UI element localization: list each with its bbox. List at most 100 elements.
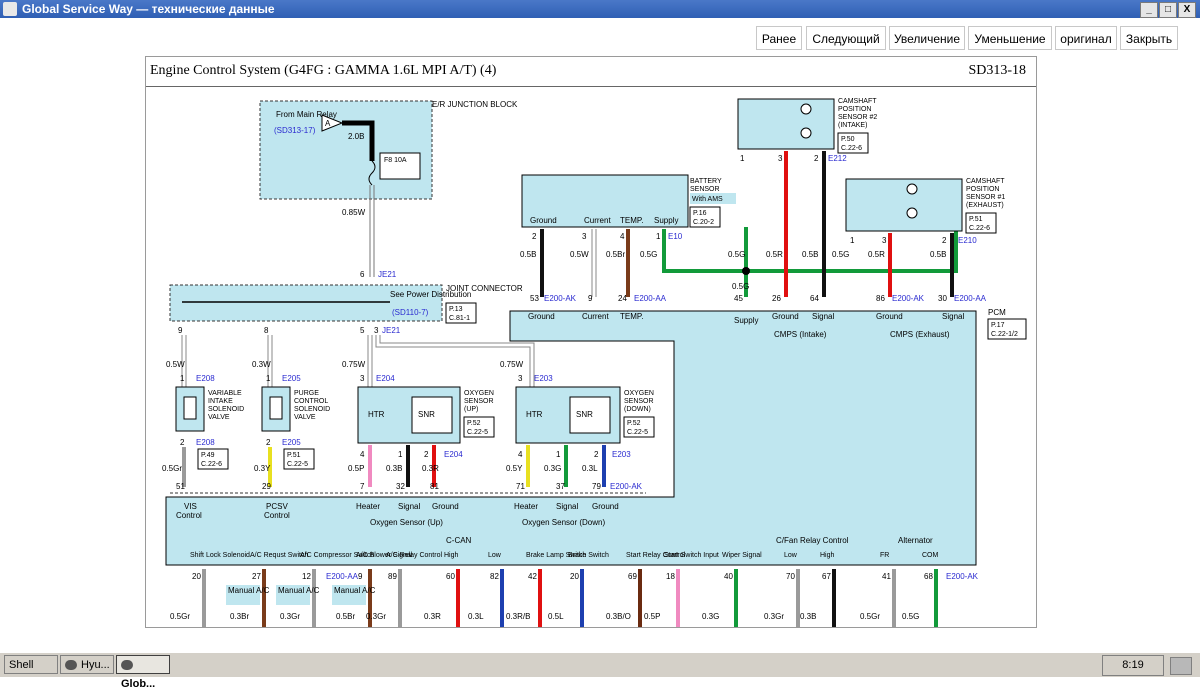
cmps-intake-connector: E212 bbox=[828, 154, 847, 163]
pcm-label-current: Current bbox=[582, 312, 609, 321]
cmps-intake-wire-b: 0.5B bbox=[802, 250, 818, 259]
bottom-col-wire-label: 0.5G bbox=[902, 612, 919, 621]
bottom-col-pin: 69 bbox=[628, 572, 637, 581]
keyboard-icon[interactable] bbox=[1170, 657, 1192, 675]
battery-pin-supply: 1 bbox=[656, 232, 661, 241]
alternator-group-label: Alternator bbox=[898, 536, 933, 545]
cmps-exhaust-wire-b: 0.5B bbox=[930, 250, 946, 259]
cmps-exhaust-ecu-30: 30 bbox=[938, 294, 947, 303]
battery-sensor bbox=[521, 174, 689, 228]
bottom-col-label: Low bbox=[784, 552, 798, 559]
battery-wire-ground: 0.5B bbox=[520, 250, 536, 259]
bottom-col-wire-label: 0.3B bbox=[800, 612, 816, 621]
pcsv-pin-top: 1 bbox=[266, 374, 271, 383]
bottom-col-wire-label: 0.5L bbox=[548, 612, 564, 621]
joint-pin-3: 3 bbox=[374, 326, 379, 335]
bottom-e200ak: E200-AK bbox=[946, 572, 979, 581]
battery-label-supply: Supply bbox=[654, 216, 678, 225]
pcsv-wire-top: 0.3W bbox=[252, 360, 271, 369]
battery-ecu-pin-temp: 24 bbox=[618, 294, 627, 303]
bottom-col-label: A/C Requst Switch bbox=[250, 552, 308, 559]
battery-ecu-connector-aa: E200-AA bbox=[634, 294, 667, 303]
cmps-exhaust-page: P.51 bbox=[969, 216, 983, 223]
supply-wire-label: 0.5G bbox=[732, 282, 749, 291]
maximize-button[interactable]: □ bbox=[1159, 2, 1177, 18]
minimize-button[interactable]: _ bbox=[1140, 2, 1158, 18]
vis-connector-bot: E208 bbox=[196, 438, 215, 447]
cmps-intake-pin-1: 1 bbox=[740, 154, 745, 163]
fuse-box bbox=[379, 152, 421, 180]
taskbar-shell[interactable]: Shell bbox=[4, 655, 58, 674]
wiring-diagram: E/R JUNCTION BLOCK From Main Relay (SD31… bbox=[162, 98, 1027, 627]
bottom-col-pin: 82 bbox=[490, 572, 499, 581]
battery-label-temp: TEMP. bbox=[620, 216, 643, 225]
taskbar-global[interactable]: Glob... bbox=[116, 655, 170, 690]
pcsv-ecu-pin: 29 bbox=[262, 482, 271, 491]
bottom-col-wire-label: 0.3L bbox=[468, 612, 484, 621]
bottom-col-pin: 89 bbox=[388, 572, 397, 581]
joint-pin-in: 6 bbox=[360, 270, 365, 279]
zoom-in-button[interactable]: Увеличение bbox=[889, 26, 965, 50]
er-ref-link[interactable]: (SD313-17) bbox=[274, 126, 316, 135]
manual-ac-1: Manual A/C bbox=[228, 586, 270, 595]
bottom-col-label: A/C Blower Signal bbox=[356, 552, 413, 559]
o2down-label-heater: Heater bbox=[514, 502, 538, 511]
cmps-intake-ecu-26: 26 bbox=[772, 294, 781, 303]
wire-2.0b-label: 2.0B bbox=[348, 132, 364, 141]
manual-ac-2: Manual A/C bbox=[278, 586, 320, 595]
pcsv-pin-bot: 2 bbox=[266, 438, 271, 447]
taskbar: Shell Hyu... Glob... 8:19 bbox=[0, 652, 1200, 690]
battery-connector: E10 bbox=[668, 232, 683, 241]
cmps-exhaust-pin-2: 2 bbox=[942, 236, 947, 245]
pcsv-connector-bot: E205 bbox=[282, 438, 301, 447]
bottom-col-label: COM bbox=[922, 552, 939, 559]
cmps-exhaust-grid: C.22-6 bbox=[969, 225, 990, 232]
cmps-intake-wire-r: 0.5R bbox=[766, 250, 783, 259]
battery-ecu-pin-supply: 45 bbox=[734, 294, 743, 303]
o2up-ecu-pin-7: 7 bbox=[360, 482, 365, 491]
original-size-button[interactable]: оригинал bbox=[1055, 26, 1117, 50]
bottom-col-pin: 20 bbox=[570, 572, 579, 581]
bottom-col-pin: 12 bbox=[302, 572, 311, 581]
o2down-wire-top: 0.75W bbox=[500, 360, 524, 369]
cmps-label-supply: Supply bbox=[734, 316, 758, 325]
taskbar-hyundai[interactable]: Hyu... bbox=[60, 655, 114, 674]
pcm-label-temp: TEMP. bbox=[620, 312, 643, 321]
battery-page: P.16 bbox=[693, 210, 707, 217]
close-window-button[interactable]: X bbox=[1178, 2, 1196, 18]
bottom-col-pin: 68 bbox=[924, 572, 933, 581]
bottom-col-wire-label: 0.3G bbox=[702, 612, 719, 621]
pcm-grid: C.22-1/2 bbox=[991, 331, 1018, 338]
battery-wire-temp: 0.5Br bbox=[606, 250, 625, 259]
pcm-name: PCM bbox=[988, 308, 1006, 317]
title-divider bbox=[146, 86, 1036, 87]
er-junction-block bbox=[259, 100, 433, 200]
document-code: SD313-18 bbox=[968, 63, 1026, 78]
o2down-connector-bot: E203 bbox=[612, 450, 631, 459]
bottom-col-label: Low bbox=[488, 552, 502, 559]
o2up-group: Oxygen Sensor (Up) bbox=[370, 518, 443, 527]
cmps-exhaust-ecu-connector-ak: E200-AK bbox=[892, 294, 925, 303]
bottom-col-wire-label: 0.3Gr bbox=[764, 612, 784, 621]
o2up-wire-r: 0.3R bbox=[422, 464, 439, 473]
bottom-col-wire-label: 0.3R/B bbox=[506, 612, 530, 621]
battery-wire-supply: 0.5G bbox=[640, 250, 657, 259]
bottom-col-label: Brake Switch bbox=[568, 552, 609, 559]
battery-label-current: Current bbox=[584, 216, 611, 225]
cmps-exhaust-sensor bbox=[845, 178, 963, 232]
next-button[interactable]: Следующий bbox=[806, 26, 886, 50]
battery-ecu-connector-ak: E200-AK bbox=[544, 294, 577, 303]
hyundai-icon bbox=[121, 660, 133, 671]
window-title-bar: Global Service Way — технические данные … bbox=[0, 0, 1200, 18]
zoom-out-button[interactable]: Уменьшение bbox=[968, 26, 1052, 50]
prev-button[interactable]: Ранее bbox=[756, 26, 802, 50]
o2down-page: P.52 bbox=[627, 420, 641, 427]
pcsv-grid: C.22-5 bbox=[287, 461, 308, 468]
hyundai-icon bbox=[65, 660, 77, 671]
o2up-pin-2: 2 bbox=[424, 450, 429, 459]
joint-see-ref[interactable]: (SD110-7) bbox=[392, 308, 429, 317]
bottom-col-pin: 18 bbox=[666, 572, 675, 581]
cmps-intake-label-ground: Ground bbox=[772, 312, 799, 321]
close-doc-button[interactable]: Закрыть bbox=[1120, 26, 1178, 50]
